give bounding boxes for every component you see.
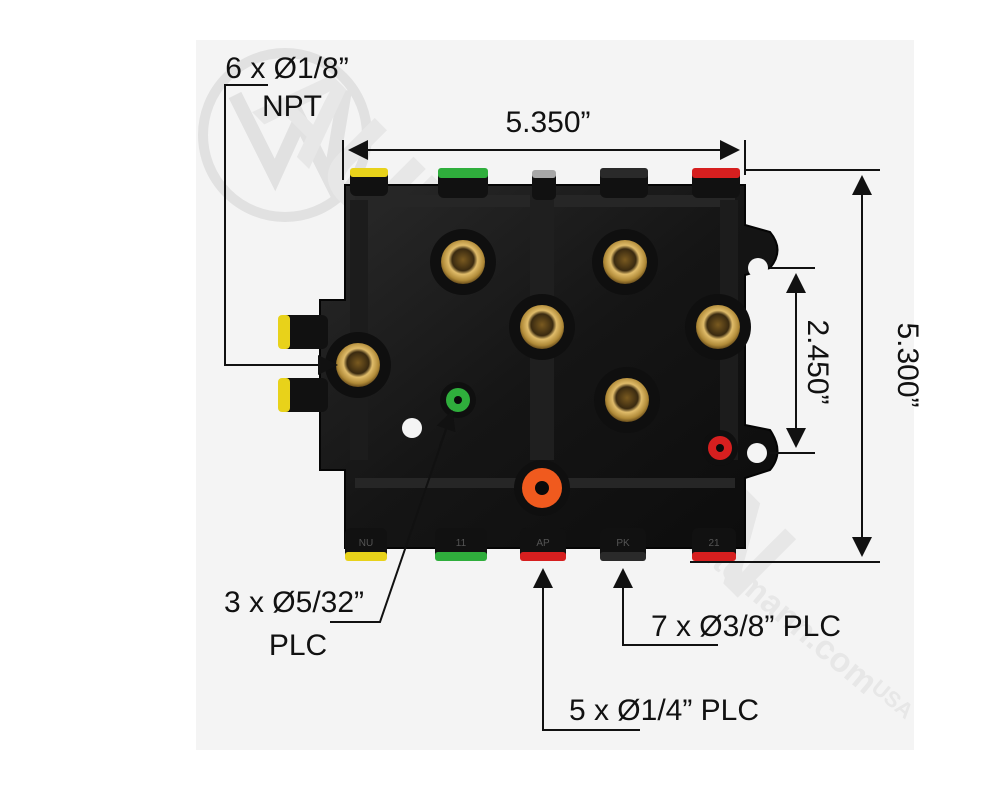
bottom-port-2-collet: [435, 552, 487, 561]
orange-face-port-bore: [535, 481, 549, 495]
npt-port-1: [441, 240, 485, 284]
plc-532-leader-line: [330, 411, 453, 623]
green-face-port-bore: [454, 396, 462, 404]
left-ports: [278, 315, 328, 412]
npt-port-6: [605, 378, 649, 422]
plc-532-qty-label: 3 x Ø5/32”: [224, 586, 364, 619]
top-ports: [350, 168, 740, 200]
port-marking-3: AP: [536, 538, 550, 549]
port-marking-5: 21: [708, 538, 720, 549]
npt-port-3: [520, 305, 564, 349]
port-marking-1: NU: [359, 538, 373, 549]
top-port-red-collet: [692, 168, 740, 178]
bottom-port-4-collet: [600, 552, 646, 561]
dimension-labels: 6 x Ø1/8” NPT 5.350” 5.300” 2.450” 3 x Ø…: [224, 52, 924, 727]
npt-port-2: [603, 240, 647, 284]
watermark-logo-mark: [228, 88, 352, 203]
bottom-port-3-collet: [520, 552, 566, 561]
top-port-grey-collet: [532, 170, 556, 178]
hole-spacing-dim-label: 2.450”: [801, 319, 834, 404]
left-port-upper-collet: [278, 315, 290, 349]
mounting-hole-left: [402, 418, 422, 438]
left-port-lower-collet: [278, 378, 290, 412]
plc-38-label: 7 x Ø3/8” PLC: [651, 610, 841, 643]
bottom-port-5-collet: [692, 552, 736, 561]
npt-ports: [325, 229, 751, 433]
top-port-yellow-collet: [350, 168, 388, 177]
face-plc-ports: [440, 382, 738, 516]
bottom-ports: NU 11 AP PK 21: [345, 528, 736, 561]
height-dim-label: 5.300”: [891, 322, 924, 407]
left-port-upper-housing: [280, 315, 328, 349]
top-port-black-collet: [600, 168, 648, 178]
plc-532-leader-arrow: [436, 410, 456, 447]
watermark-logo-ring: [198, 48, 372, 222]
top-port-green-collet: [438, 168, 488, 178]
npt-type-label: NPT: [262, 90, 322, 123]
npt-qty-label: 6 x Ø1/8”: [225, 52, 348, 85]
dimension-lines: [224, 84, 880, 731]
left-rib: [350, 200, 368, 460]
mounting-hole-upper: [748, 258, 768, 278]
mounting-hole-lower: [747, 443, 767, 463]
port-marking-4: PK: [616, 538, 630, 549]
port-marking-2: 11: [456, 538, 467, 549]
npt-leader-line: [224, 84, 330, 366]
plc-14-label: 5 x Ø1/4” PLC: [569, 694, 759, 727]
bottom-port-1-collet: [345, 552, 387, 561]
plc-532-type-label: PLC: [269, 629, 327, 662]
left-port-lower-housing: [280, 378, 328, 412]
npt-port-4: [696, 305, 740, 349]
npt-port-5: [336, 343, 380, 387]
red-face-port-bore: [716, 444, 724, 452]
width-dim-label: 5.350”: [505, 106, 590, 139]
plc-14-leader-line: [542, 572, 640, 731]
